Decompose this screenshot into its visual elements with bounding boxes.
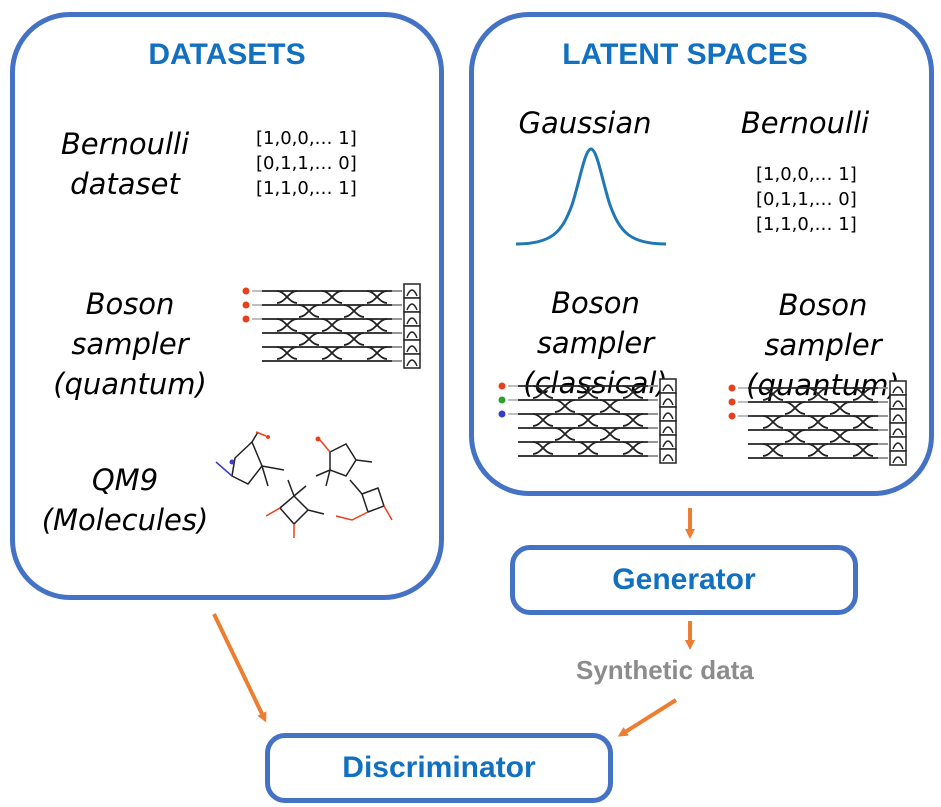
qm9-line2: (Molecules) — [41, 503, 209, 537]
discriminator-label: Discriminator — [342, 751, 536, 784]
datasets-panel — [10, 12, 444, 600]
photon-source-icon — [242, 287, 262, 323]
boson-sampler-line2: (quantum) — [53, 367, 207, 401]
boson-sampler-line2: (classical) — [523, 366, 668, 400]
molecule-icon — [215, 431, 393, 538]
boson-sampler-classical-label: Boson sampler (classical) — [488, 283, 703, 403]
photon-source-icon — [728, 384, 748, 420]
vector-row: [0,1,1,… 0] — [256, 153, 357, 174]
latent-bernoulli-label: Bernoulli — [740, 106, 870, 140]
vector-row: [0,1,1,… 0] — [756, 189, 857, 210]
interferometer-datasets — [242, 283, 421, 369]
vector-row: [1,1,0,… 1] — [256, 178, 357, 199]
discriminator-box: Discriminator — [265, 733, 613, 803]
beam-splitter-mesh — [518, 385, 658, 457]
boson-sampler-line1: Boson sampler — [536, 286, 655, 360]
interferometer-classical — [498, 378, 677, 464]
boson-sampler-latent-quantum-label: Boson sampler (quantum) — [718, 285, 928, 405]
vector-row: [1,0,0,… 1] — [256, 128, 357, 149]
generator-box: Generator — [510, 545, 858, 615]
datasets-title: DATASETS — [148, 38, 306, 71]
beam-splitter-mesh — [262, 290, 402, 362]
latent-spaces-title: LATENT SPACES — [562, 38, 808, 71]
boson-sampler-line1: Boson sampler — [71, 287, 189, 361]
vector-row: [1,0,0,… 1] — [756, 164, 857, 185]
photon-source-icon — [498, 382, 518, 418]
qm9-line1: QM9 — [91, 463, 159, 497]
boson-sampler-quantum-label: Boson sampler (quantum) — [25, 284, 235, 404]
detector-icon — [403, 283, 421, 369]
synthetic-data-label: Synthetic data — [576, 655, 754, 685]
generator-label: Generator — [612, 563, 756, 596]
detector-icon — [889, 380, 907, 466]
arrow-datasets-to-discriminator — [212, 613, 267, 723]
vector-row: [1,1,0,… 1] — [756, 214, 857, 235]
detector-icon — [659, 378, 677, 464]
bernoulli-dataset-label: Bernoulli dataset — [40, 124, 210, 204]
latent-bernoulli-vectors: [1,0,0,… 1] [0,1,1,… 0] [1,1,0,… 1] — [756, 162, 857, 237]
qm9-label: QM9 (Molecules) — [35, 460, 215, 540]
bernoulli-dataset-line1: Bernoulli — [60, 127, 190, 161]
gaussian-label: Gaussian — [518, 106, 652, 140]
gaussian-curve — [515, 147, 667, 246]
arrow-synthetic-to-discriminator — [617, 698, 678, 737]
bernoulli-dataset-line2: dataset — [70, 167, 180, 201]
boson-sampler-line1: Boson sampler — [764, 288, 882, 362]
beam-splitter-mesh — [748, 387, 888, 459]
datasets-bernoulli-vectors: [1,0,0,… 1] [0,1,1,… 0] [1,1,0,… 1] — [256, 126, 357, 201]
interferometer-quantum — [728, 380, 907, 466]
